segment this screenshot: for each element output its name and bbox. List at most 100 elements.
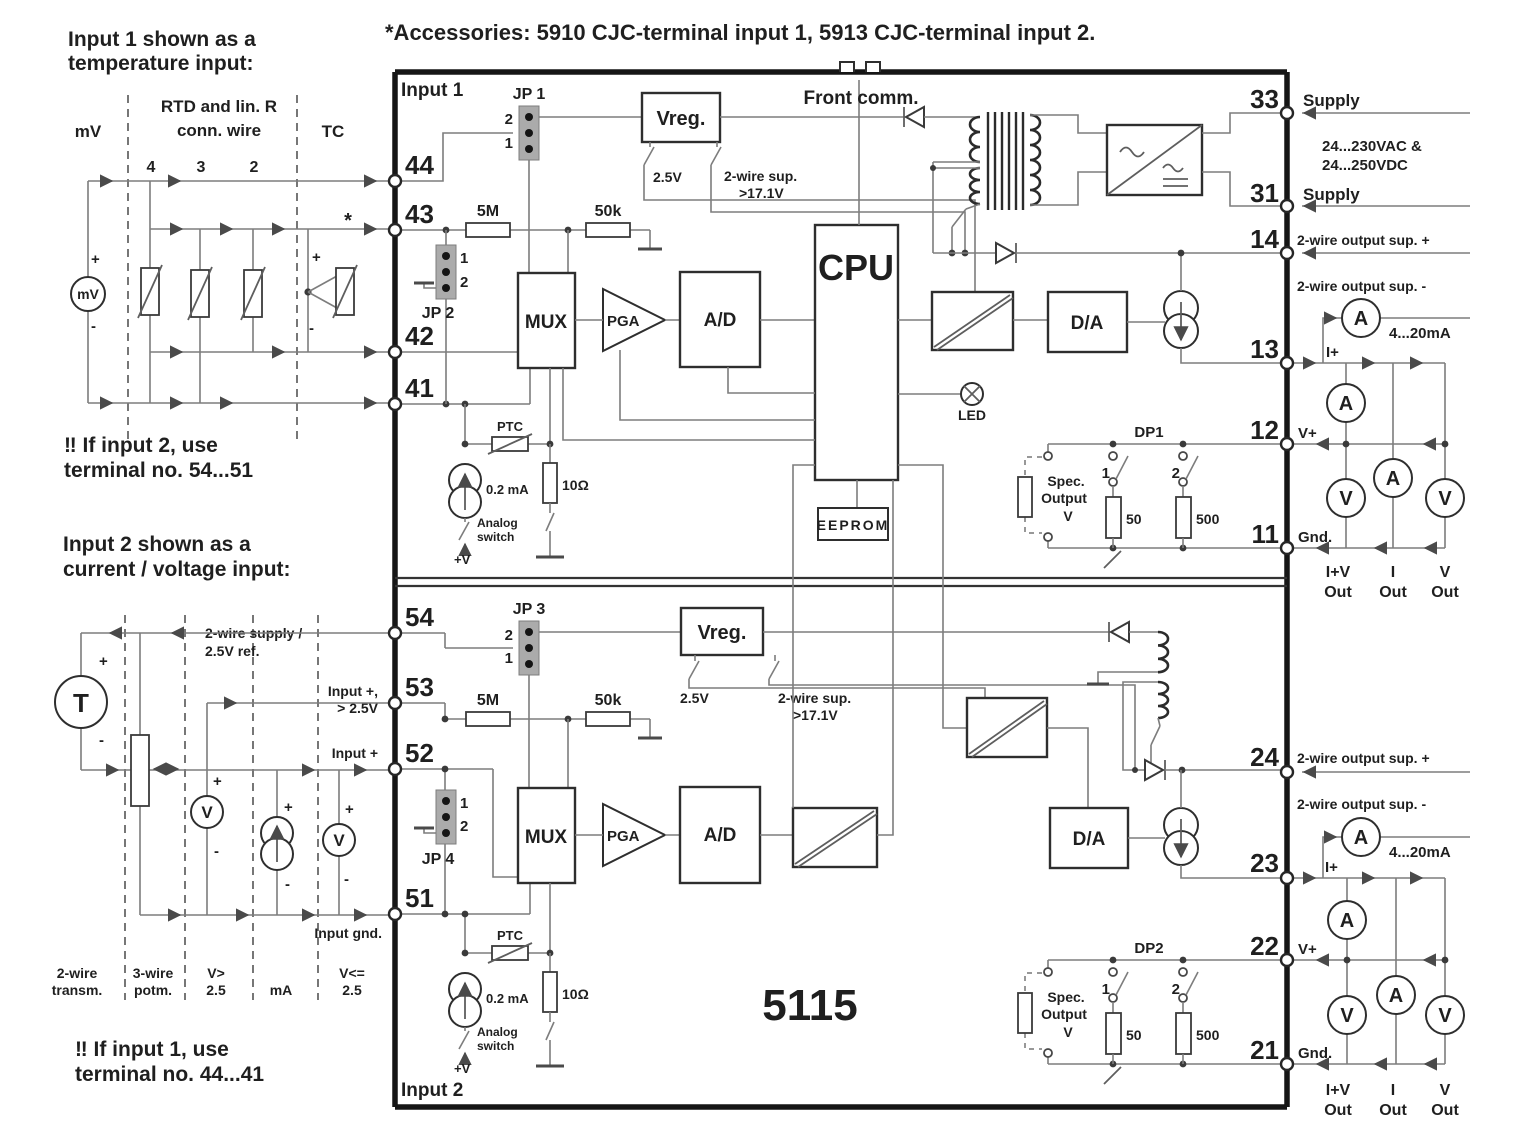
jp2-label: JP 2	[422, 305, 455, 322]
cap-2wire: 2-wire	[57, 965, 98, 981]
product-number: 5115	[762, 981, 857, 1030]
spec1-l1: Spec.	[1047, 473, 1084, 489]
r50k2-label: 50k	[595, 692, 622, 709]
ammeter-i-1	[1373, 458, 1413, 498]
cap-3wire: 3-wire	[133, 965, 174, 981]
out2-col1b: Out	[1324, 1102, 1352, 1119]
jp4-pin2: 2	[460, 818, 468, 835]
transmitter-2wire: T + -	[54, 633, 108, 770]
note-input1-line2: temperature input:	[68, 52, 254, 75]
jp4-pin1: 1	[460, 795, 468, 812]
mv-source-circle	[70, 276, 106, 312]
ammeter-loop-1-label: A	[1354, 308, 1368, 330]
jp1-pin1: 1	[505, 135, 513, 152]
ptc1-label: PTC	[497, 419, 524, 434]
voltage-source-low: V + -	[322, 770, 356, 915]
terminal-23: 23	[1250, 848, 1279, 878]
vreg1-label: Vreg.	[657, 108, 706, 130]
output-section-2: 24 2-wire output sup. + 2-wire output su…	[1017, 742, 1470, 1119]
channel2-circuit: JP 3 2 1 5M 50k 1 2 JP 4 Vreg. 2.5V 2-wi…	[398, 464, 1281, 1076]
cjc-star: *	[344, 210, 352, 232]
ad2-label: A/D	[704, 825, 737, 846]
tc-plus: +	[312, 249, 321, 266]
out1-col2a: I	[1391, 564, 1395, 581]
voltmeter-iv-2-label: V	[1340, 1005, 1354, 1027]
sup2-2-label: >17.1V	[793, 707, 838, 723]
i02-2-label: 0.2 mA	[486, 991, 529, 1006]
ammeter-i-2	[1376, 975, 1416, 1015]
label-2wire-supply2: 2.5V ref.	[205, 643, 259, 659]
note-input2-line2: current / voltage input:	[63, 558, 291, 581]
label-input-gnd: Input gnd.	[314, 925, 382, 941]
out1-vplus-label: V+	[1298, 425, 1317, 442]
t-plus: +	[99, 653, 108, 670]
switch1-label: switch	[477, 530, 514, 544]
sup1-1-label: 2-wire sup.	[724, 168, 797, 184]
terminal-52: 52	[405, 738, 434, 768]
column-separators	[127, 95, 298, 440]
r50k-label: 50k	[595, 203, 622, 220]
out2-vplus-label: V+	[1298, 941, 1317, 958]
ammeter-iv-1-label: A	[1339, 393, 1353, 415]
vdc-label: 24...250VDC	[1322, 157, 1408, 174]
v-low-minus: -	[344, 871, 349, 888]
ammeter-iv-2	[1327, 900, 1367, 940]
terminal-51: 51	[405, 883, 434, 913]
supply-label-bottom: Supply	[1303, 185, 1360, 204]
out1-col2b: Out	[1379, 584, 1407, 601]
voltage-source-high: V + -	[190, 703, 224, 915]
cap-transm: transm.	[52, 982, 103, 998]
jp1-pin2: 2	[505, 111, 513, 128]
dp2-sw1: 1	[1102, 981, 1110, 998]
led-indicator: LED	[958, 382, 986, 423]
dp2-r500: 500	[1196, 1027, 1220, 1043]
isolation-barrier-power2	[965, 696, 1049, 759]
jp2-pin2: 2	[460, 274, 468, 291]
col-label-mv: mV	[75, 122, 102, 141]
note-if-input1-line1: ‼ If input 1, use	[75, 1038, 229, 1061]
output-current-source-1	[1163, 253, 1281, 364]
current-source-ma: + -	[260, 770, 294, 915]
ammeter-loop-1	[1341, 298, 1381, 338]
note-if-input1-line2: terminal no. 44...41	[75, 1063, 264, 1086]
out1-iplus-label: I+	[1326, 344, 1339, 361]
voltmeter-v-1	[1425, 478, 1465, 518]
cap-vgt: V>	[207, 965, 225, 981]
out2-col3a: V	[1440, 1082, 1451, 1099]
sensor1-rows	[88, 180, 390, 404]
dp2-r50: 50	[1126, 1027, 1142, 1043]
cap-vle: V<=	[339, 965, 365, 981]
da2-label: D/A	[1073, 829, 1106, 850]
pga1-label: PGA	[607, 313, 640, 330]
out2-col2b: Out	[1379, 1102, 1407, 1119]
mux2-label: MUX	[525, 827, 568, 848]
mv-plus: +	[91, 251, 100, 268]
da1-box	[1046, 290, 1129, 354]
terminal-13: 13	[1250, 334, 1279, 364]
v25-1-label: 2.5V	[653, 169, 682, 185]
terminal-14: 14	[1250, 224, 1279, 254]
cap-ma: mA	[270, 982, 293, 998]
ammeter-loop-2	[1341, 817, 1381, 857]
terminal-54: 54	[405, 602, 434, 632]
out1-col1b: Out	[1324, 584, 1352, 601]
voltmeter-iv-1-label: V	[1339, 488, 1353, 510]
r5m2-label: 5M	[477, 692, 499, 709]
mv-source-label: mV	[77, 286, 99, 302]
out2-sup-plus-label: 2-wire output sup. +	[1297, 750, 1430, 766]
col-label-rtd2: conn. wire	[177, 121, 261, 140]
spec2-l1: Spec.	[1047, 989, 1084, 1005]
sup1-2-label: 2-wire sup.	[778, 690, 851, 706]
eeprom-label: EEPROM	[817, 517, 890, 533]
sensor-area-input1: mV RTD and lin. R conn. wire 4 3 2 TC mV…	[70, 95, 390, 440]
mux1-box	[516, 271, 577, 370]
mux1-label: MUX	[525, 312, 568, 333]
dp1-sw1: 1	[1102, 465, 1110, 482]
channel-divider	[395, 576, 1287, 588]
spec1-l2: Output	[1041, 490, 1087, 506]
label-input-plus-25a: Input +,	[328, 683, 378, 699]
out1-col3b: Out	[1431, 584, 1459, 601]
tc-minus: -	[309, 320, 314, 337]
